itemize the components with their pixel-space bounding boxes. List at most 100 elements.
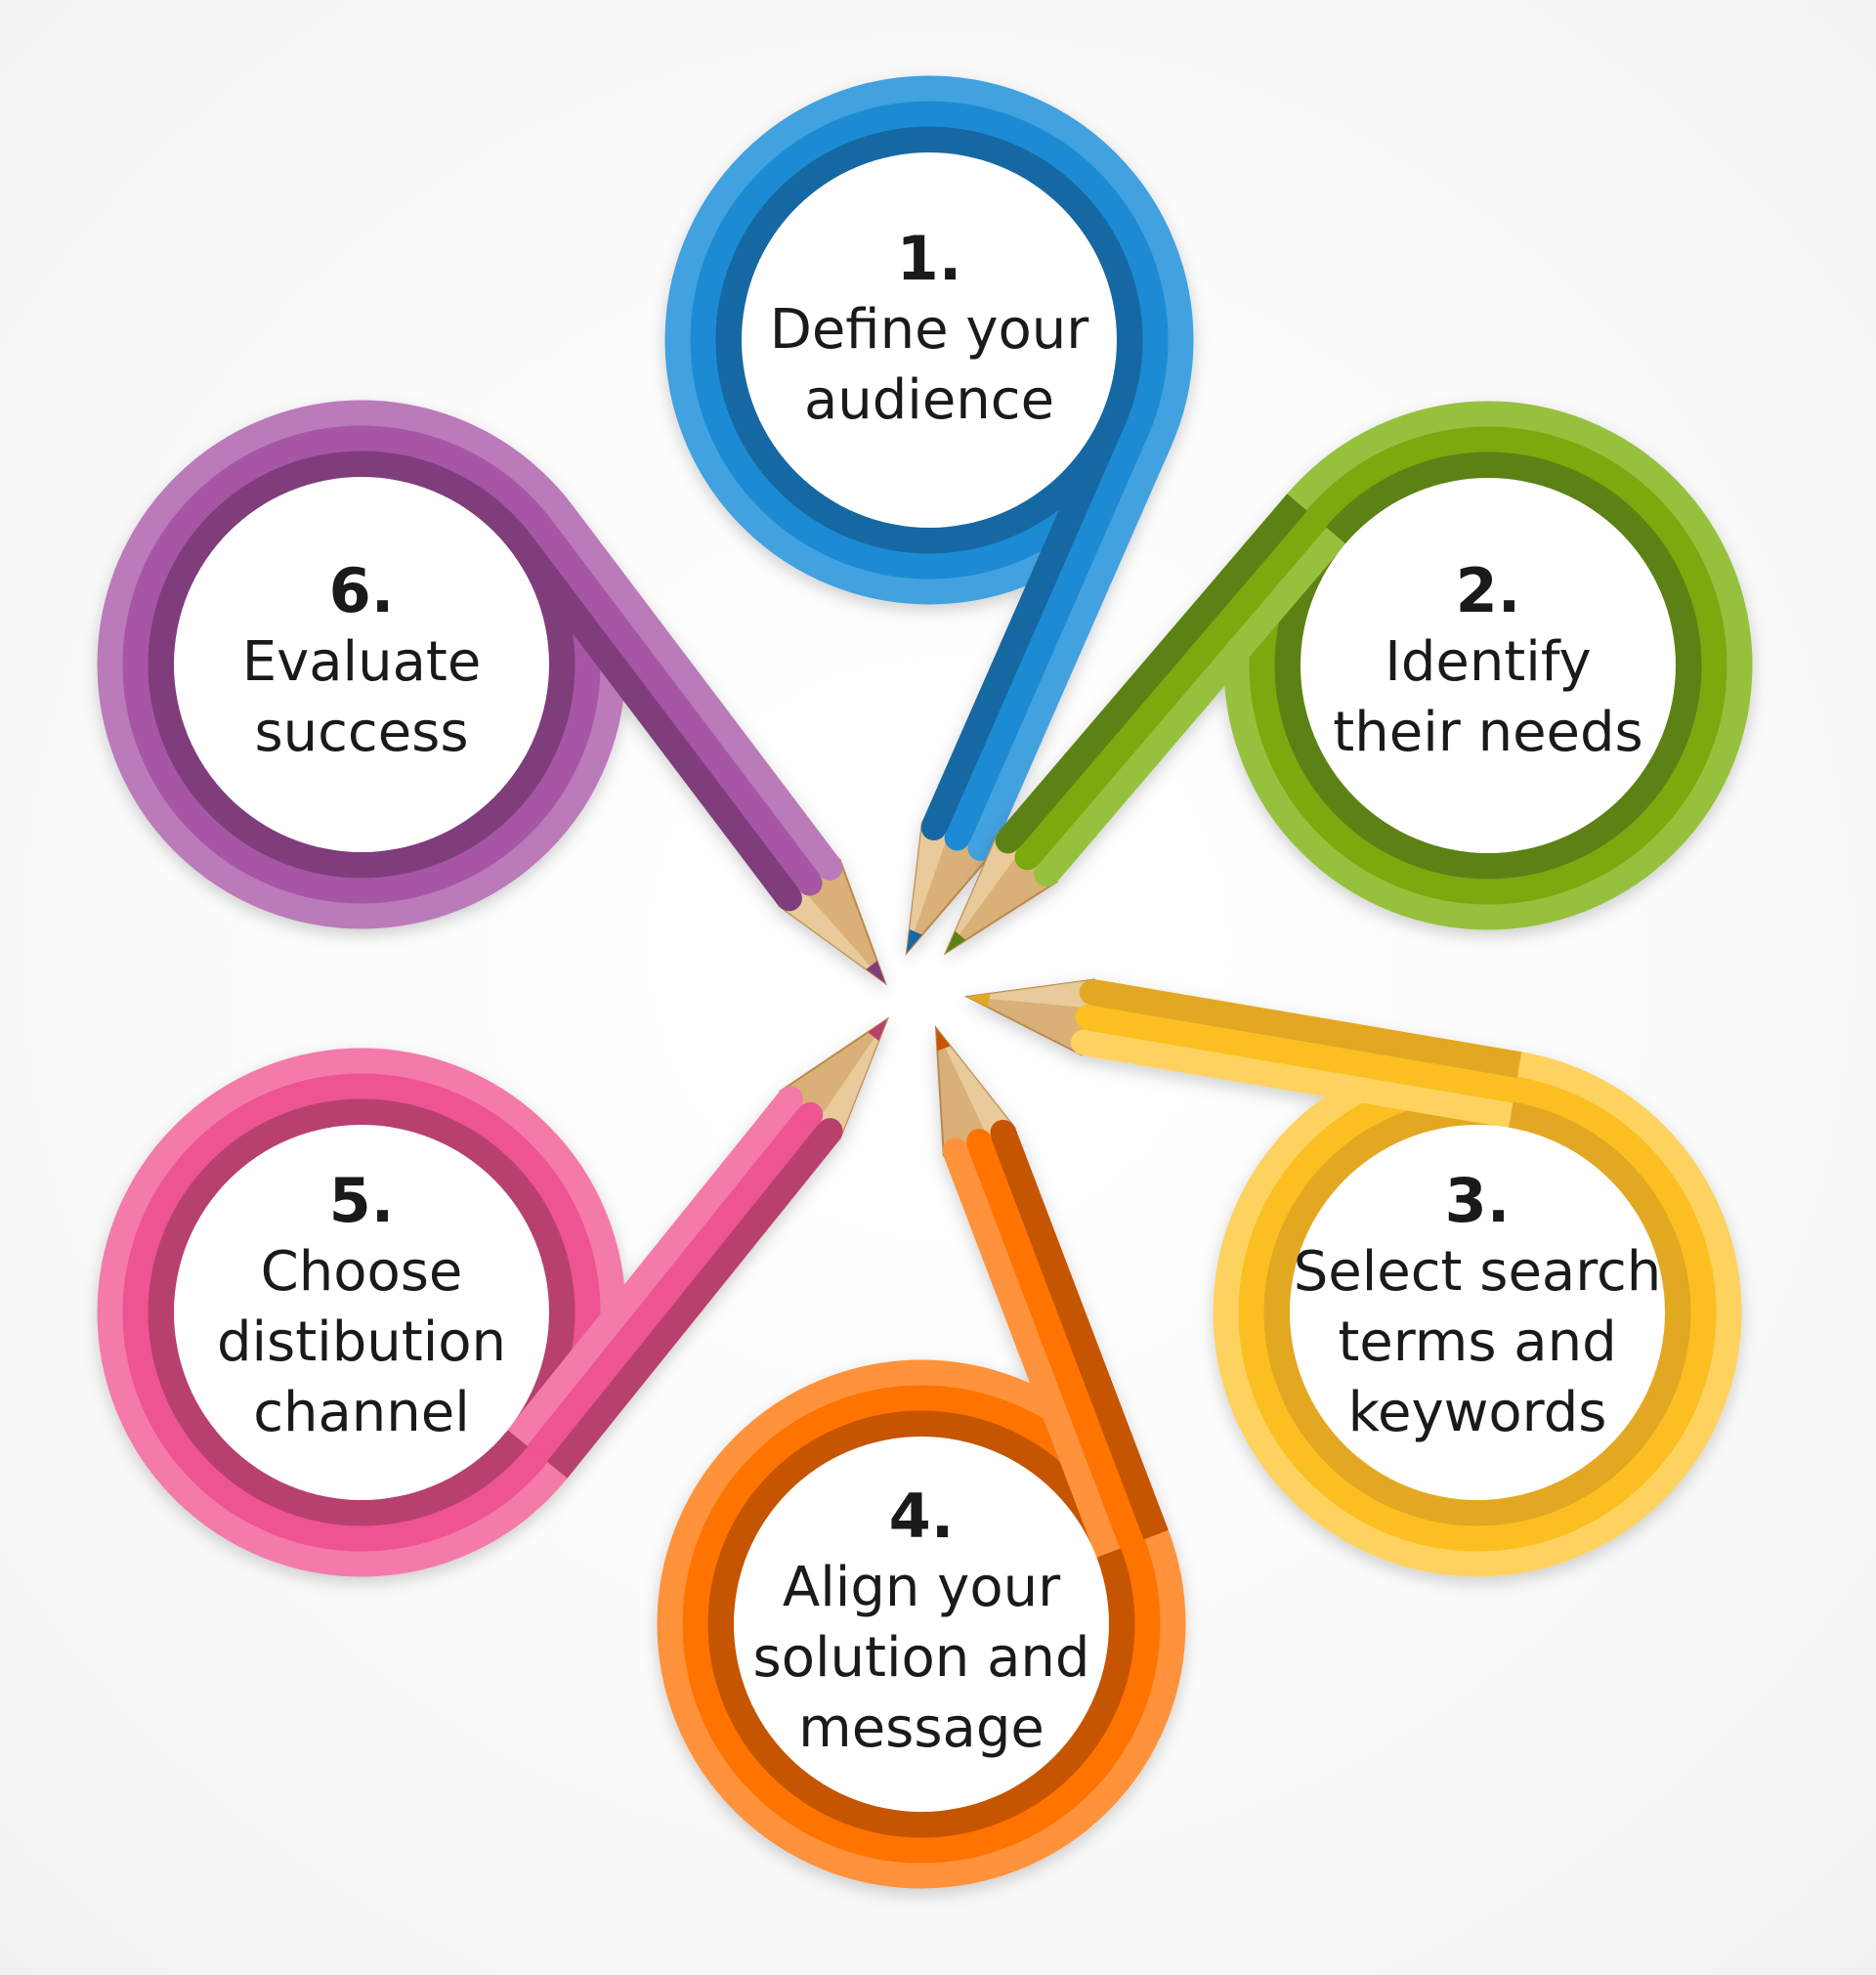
step-4-pencil-body-strip bbox=[990, 1128, 1169, 1540]
step-6-pencil-body-strip bbox=[510, 536, 800, 907]
step-5-pencil-scallop bbox=[777, 1086, 803, 1112]
step-1-pencil-scallop bbox=[920, 815, 947, 841]
step-3-pencil-body-strip bbox=[1086, 1004, 1517, 1103]
step-5-ring-band-3 bbox=[148, 1098, 576, 1526]
step-4-text-line: Align your bbox=[782, 1556, 1061, 1619]
step-6-text-line: Evaluate bbox=[241, 630, 482, 694]
step-2-text-line: Identify bbox=[1385, 630, 1592, 694]
step-2-pencil-wood-highlight bbox=[946, 832, 1021, 953]
step-1-pencil-loop bbox=[664, 75, 1194, 957]
step-4-pencil-body-strip bbox=[966, 1137, 1145, 1549]
step-6-number: 6. bbox=[328, 555, 395, 626]
step-2-ring-band-2 bbox=[1249, 426, 1727, 905]
step-4-ring-band-1 bbox=[657, 1359, 1186, 1889]
step-4-pencil-loop bbox=[657, 1024, 1186, 1889]
step-5-number: 5. bbox=[328, 1165, 395, 1236]
step-1-label-disc bbox=[742, 152, 1117, 528]
step-2-pencil-scallop bbox=[1014, 844, 1041, 871]
step-2-text-line: their needs bbox=[1333, 701, 1643, 764]
step-2-pencil-body-strip bbox=[998, 494, 1307, 850]
step-4-pencil-lead bbox=[936, 1028, 951, 1052]
step-6-pencil-wood-highlight bbox=[779, 888, 885, 983]
step-4-number: 4. bbox=[888, 1481, 955, 1552]
step-6-label: 6.Evaluate success bbox=[156, 555, 567, 768]
step-5-pencil-scallop bbox=[797, 1101, 824, 1128]
step-6-pencil-loop bbox=[97, 400, 888, 986]
step-2-label: 2.Identify their needs bbox=[1283, 555, 1693, 768]
step-3-pencil-body-strip bbox=[1081, 1029, 1514, 1129]
step-5-label-disc bbox=[174, 1125, 549, 1500]
step-4-text-line: solution and bbox=[752, 1626, 1090, 1690]
step-1-pencil-body-strip bbox=[945, 425, 1148, 843]
step-6-pencil-scallop bbox=[776, 885, 802, 912]
step-2-pencil-lead bbox=[946, 930, 966, 953]
step-1-ring-band-3 bbox=[715, 126, 1143, 554]
step-1-text-line: audience bbox=[803, 368, 1055, 432]
step-4-ring-band-3 bbox=[707, 1410, 1135, 1838]
step-1-pencil-scallop bbox=[967, 835, 994, 861]
step-6-pencil-scallop bbox=[817, 854, 843, 880]
step-6-label-disc bbox=[174, 477, 549, 852]
step-5-text-line: channel bbox=[253, 1381, 470, 1444]
step-3-pencil-wood-highlight bbox=[967, 979, 1094, 1009]
step-2-number: 2. bbox=[1455, 555, 1521, 626]
step-4-text-line: message bbox=[798, 1696, 1045, 1760]
step-1-pencil-scallop bbox=[944, 825, 970, 851]
step-5-pencil-lead bbox=[868, 1019, 887, 1042]
step-2-pencil-scallop bbox=[1034, 861, 1060, 887]
step-1-ring-band-1 bbox=[664, 75, 1194, 605]
step-6-pencil-body-strip bbox=[531, 520, 821, 891]
step-2-ring-band-3 bbox=[1274, 451, 1702, 880]
step-3-pencil-loop bbox=[963, 978, 1742, 1577]
step-1-number: 1. bbox=[896, 223, 962, 294]
step-1-pencil-body-strip bbox=[921, 414, 1126, 834]
step-2-pencil-body-strip bbox=[1017, 510, 1327, 867]
step-3-pencil-lead bbox=[967, 993, 991, 1008]
step-5-pencil-body-strip bbox=[546, 1122, 840, 1479]
step-5-pencil-body-strip bbox=[527, 1106, 821, 1463]
step-5-ring-band-2 bbox=[122, 1073, 601, 1552]
step-3-text-line: keywords bbox=[1347, 1381, 1607, 1444]
step-4-ring-band-2 bbox=[682, 1385, 1161, 1864]
step-1-ring-band-2 bbox=[690, 101, 1169, 580]
step-4-pencil-body-strip bbox=[943, 1145, 1122, 1558]
step-6-ring-band-2 bbox=[122, 425, 601, 904]
step-4-label-disc bbox=[734, 1437, 1109, 1812]
step-6-pencil-body-strip bbox=[551, 504, 841, 877]
step-1-pencil-wood-highlight bbox=[907, 822, 949, 953]
step-5-pencil-scallop bbox=[817, 1118, 843, 1144]
step-1-text-line: Define your bbox=[769, 298, 1089, 362]
step-4-pencil-scallop bbox=[966, 1129, 993, 1155]
step-5-pencil-loop bbox=[97, 1016, 890, 1577]
step-3-pencil-scallop bbox=[1075, 1004, 1101, 1030]
step-3-text-line: terms and bbox=[1338, 1310, 1617, 1374]
step-5-text-line: distibution bbox=[216, 1310, 507, 1374]
step-2-pencil-loop bbox=[943, 401, 1753, 956]
step-2-pencil-scallop bbox=[995, 828, 1021, 854]
step-6-pencil-scallop bbox=[796, 870, 823, 896]
step-6-pencil-lead bbox=[866, 961, 885, 983]
step-4-pencil-scallop bbox=[990, 1119, 1016, 1145]
step-3-label-disc bbox=[1290, 1125, 1665, 1500]
step-2-label-disc bbox=[1300, 478, 1676, 853]
step-4-pencil-wood-highlight bbox=[936, 1028, 1015, 1138]
step-3-text-line: Select search bbox=[1293, 1240, 1662, 1304]
step-1-pencil-lead bbox=[907, 929, 922, 953]
step-3-pencil-scallop bbox=[1079, 979, 1105, 1006]
step-5-text-line: Choose bbox=[260, 1240, 463, 1304]
step-1-pencil-body-strip bbox=[968, 435, 1172, 854]
step-6-ring-band-3 bbox=[148, 451, 576, 879]
step-6-text-line: success bbox=[254, 701, 469, 764]
step-5-pencil-wood-highlight bbox=[817, 1019, 887, 1139]
step-2-pencil-body-strip bbox=[1036, 527, 1346, 882]
step-5-pencil-body-strip bbox=[507, 1091, 801, 1447]
step-4-pencil-scallop bbox=[942, 1138, 968, 1164]
step-3-pencil-body-strip bbox=[1089, 979, 1522, 1078]
step-3-pencil-scallop bbox=[1070, 1029, 1096, 1055]
